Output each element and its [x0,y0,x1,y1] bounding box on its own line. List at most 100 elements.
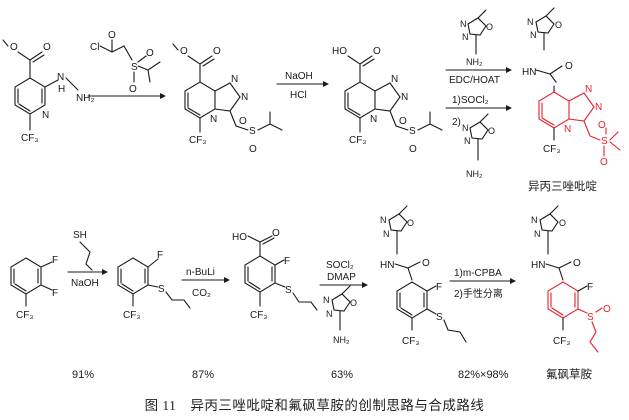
thiol-sh: SH [73,230,87,241]
product1-sulfonyl-o2: O [600,157,608,168]
product1-triazole-n3: N [564,124,571,135]
product-name-1: 异丙三唑吡啶 [528,179,597,193]
hydrazine-h-label: H [58,84,65,95]
arrow-1-head [160,93,166,99]
product1-triazole-n1: N [585,84,592,95]
yield-4: 82%×98% [458,369,509,381]
figure-caption: 图 11 异丙三唑吡啶和氟砜草胺的创制思路与合成路线 [144,398,485,413]
product2-amide-o: O [573,258,581,269]
fluorine-6: F [587,282,593,293]
aminooxadiazole-nh2-3: NH₂ [333,335,350,345]
intermediate-oxadiazole-n1: N [380,215,387,225]
cf3-group-5: CF₃ [16,310,33,321]
arrow-r2-1-head [102,269,108,275]
triazole-n-4: N [391,74,398,85]
compound-triazolopyridine-ester: O O N N N CF₃ S O O [172,43,283,155]
acid-carbonyl-o: O [373,46,381,57]
fluorine-5: F [436,282,442,293]
product2-amide-hn: HN [531,260,545,271]
sulfonyl-o-1: O [146,48,154,59]
oxadiazole-n-2: N [462,32,469,42]
product1-oxadiazole-n1: N [527,17,534,27]
carbonyl-oxygen: O [43,42,51,53]
reagent-edc-hoat: EDC/HOAT [449,75,500,86]
reagent-step-2-label: 2) [452,117,461,128]
aminooxadiazole-nh2-1: NH₂ [466,57,483,67]
oxadiazole-o-1: O [486,22,493,32]
sulfonyl-s-3: S [409,126,416,137]
aminooxadiazole-nh2-2: NH₂ [466,169,483,179]
chlorine-label: Cl [90,42,99,53]
thioether-s-3: S [436,312,443,323]
arrow-2-head [323,81,329,87]
sulfonyl-s-2: S [249,126,256,137]
intermediate-amide-hn: HN [380,260,394,271]
acid-oh-2: HO [232,232,247,243]
compound-hydrazinyl-nicotinate: O O N N H NH₂ CF₃ [2,39,94,144]
reagent-propanethiol: SH [73,230,93,271]
ester-carbonyl-o: O [213,46,221,57]
triazole-n-5: N [401,92,408,103]
hydrazine-n-label: N [57,72,64,83]
oxadiazole-n-6: N [326,309,333,319]
product1-sulfonyl-o1: O [598,120,606,131]
compound-fluoro-cf3-benzene: F F CF₃ [10,255,58,321]
sulfonyl-o-4: O [249,144,257,155]
sulfonyl-o-6: O [409,144,417,155]
product2-oxadiazole-n2: N [534,229,541,239]
fluorine-3: F [157,250,163,261]
reagent-mcpba: 1)m-CPBA [454,268,502,279]
intermediate-oxadiazole-n2: N [383,229,390,239]
cf3-group-6: CF₃ [123,310,140,321]
cf3-group-3: CF₃ [349,135,366,146]
reagent-chloromethyl-sulfone: Cl O S O O [90,30,161,95]
triazole-n-2: N [241,92,248,103]
thioether-s-1: S [158,284,165,295]
compound-amide-intermediate: O N N HN O F S CF₃ [380,205,467,347]
sulfonyl-o-2: O [129,84,137,95]
yield-2: 87% [192,369,214,381]
reagent-naoh-2: NaOH [71,278,99,289]
product1-red-core: N N N S O O [538,84,621,168]
fluorine-4: F [284,256,290,267]
product1-amide-o: O [565,61,573,72]
compound-propylthio-benzene: F S CF₃ [117,250,191,321]
compound-product-2: O N N HN O S O F CF₃ [531,205,611,353]
reagent-co2: CO₂ [192,288,211,299]
acid-o-2: O [272,228,280,239]
oxadiazole-o-3: O [350,298,357,308]
product1-oxadiazole-n2: N [530,30,537,40]
reagent-chiral-separation: 2)手性分离 [454,287,503,300]
reagent-nbuli: n-BuLi [186,267,215,278]
reagent-aminooxadiazole-top: O N N NH₂ [460,9,493,67]
pyridine-nitrogen: N [42,110,49,121]
oxadiazole-n-3: N [462,123,469,133]
oxadiazole-n-5: N [323,295,330,305]
cf3-group-4: CF₃ [543,144,560,155]
arrow-r2-2-head [224,277,230,283]
fluorine-2: F [52,288,58,299]
product2-sulfoxide-o: O [603,304,611,315]
product2-oxadiazole-o: O [559,218,566,228]
reagent-naoh-1: NaOH [285,71,313,82]
reagent-dmap: DMAP [327,272,356,283]
reagent-aminooxadiazole-r2: O N N NH₂ [323,285,357,345]
sulfonyl-o-3: O [239,116,247,127]
intermediate-amide-o: O [422,258,430,269]
arrow-r2-3-head [362,282,368,288]
sulfonyl-o-5: O [399,116,407,127]
sulfonyl-s-1: S [131,62,138,73]
compound-benzoic-acid: HO O F S CF₃ [232,228,318,321]
cf3-group-8: CF₃ [402,336,419,347]
reagent-hcl: HCl [290,90,307,101]
product2-sulfoxide-s: S [587,312,594,323]
arrow-3a-head [506,67,512,73]
thioether-s-2: S [285,285,292,296]
cf3-group-7: CF₃ [250,310,267,321]
arrow-3b-head [506,105,512,111]
product-name-2: 氟砜草胺 [546,367,592,381]
triazole-n-1: N [231,74,238,85]
hydrazine-nh2: NH₂ [76,93,94,104]
yield-1: 91% [72,369,94,381]
